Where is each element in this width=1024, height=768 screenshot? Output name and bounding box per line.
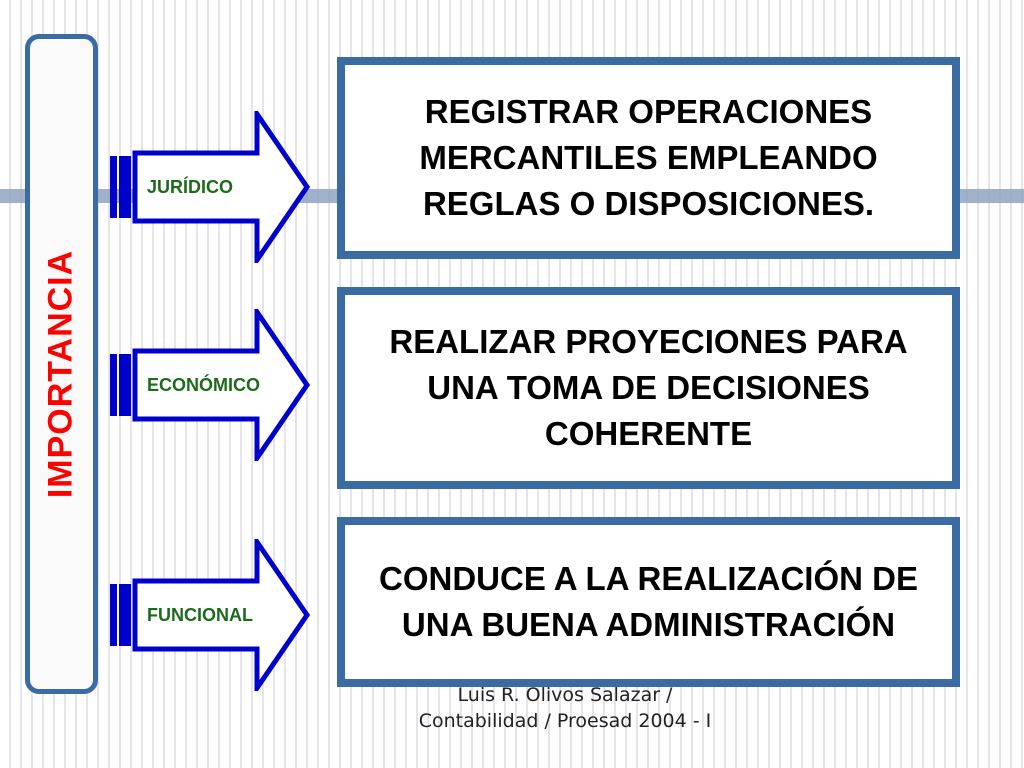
arrow-funcional: FUNCIONAL — [107, 539, 312, 691]
importance-label: IMPORTANCIA — [41, 249, 80, 499]
footer-credit: Luis R. Olivos Salazar / Contabilidad / … — [418, 684, 712, 732]
arrow-label-economico: ECONÓMICO — [147, 374, 261, 395]
description-box-funcional: CONDUCE A LA REALIZACIÓN DE UNA BUENA AD… — [337, 517, 960, 687]
arrow-right-icon — [110, 309, 311, 461]
description-box-economico: REALIZAR PROYECIONES PARA UNA TOMA DE DE… — [337, 287, 960, 489]
description-text-juridico: REGISTRAR OPERACIONES MERCANTILES EMPLEA… — [419, 92, 878, 223]
arrow-juridico: JURÍDICO — [107, 111, 312, 263]
description-text-economico: REALIZAR PROYECIONES PARA UNA TOMA DE DE… — [389, 322, 908, 453]
importance-side-panel — [25, 34, 98, 694]
arrow-label-funcional: FUNCIONAL — [147, 604, 253, 625]
description-text-funcional: CONDUCE A LA REALIZACIÓN DE UNA BUENA AD… — [379, 559, 918, 643]
arrow-label-juridico: JURÍDICO — [147, 176, 234, 197]
description-box-juridico: REGISTRAR OPERACIONES MERCANTILES EMPLEA… — [337, 57, 960, 259]
arrow-economico: ECONÓMICO — [107, 309, 312, 461]
arrow-right-icon — [110, 111, 311, 263]
arrow-right-icon — [110, 539, 311, 691]
